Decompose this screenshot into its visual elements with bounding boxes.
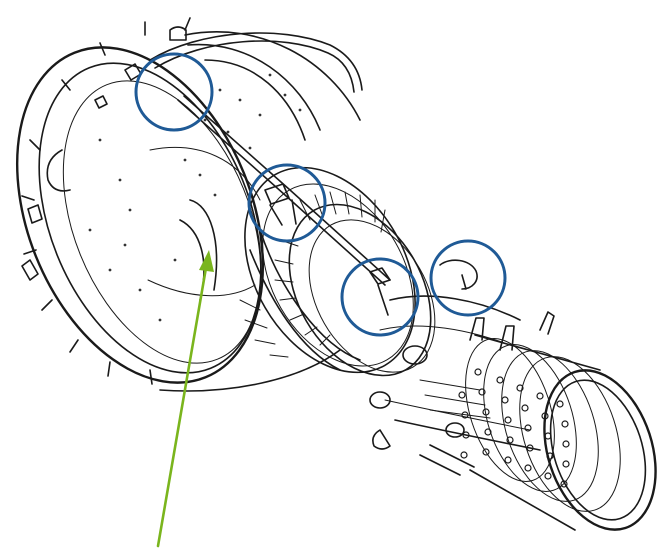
pointer-arrow (156, 250, 214, 548)
highlight-circle-1 (134, 52, 214, 132)
highlight-circles (134, 52, 507, 337)
highlight-circle-2 (247, 163, 327, 243)
casing-body (88, 31, 361, 392)
fan-case-flange (21, 17, 191, 385)
pointer-arrow-head (199, 250, 214, 272)
exhaust-can (372, 334, 657, 531)
rear-body (369, 295, 555, 451)
rivet-pattern (88, 73, 302, 322)
highlight-circle-4 (429, 239, 507, 317)
fan-case (15, 17, 265, 385)
cooling-holes (458, 368, 570, 488)
pointer-arrow-shaft (156, 260, 209, 548)
highlight-circle-3 (340, 257, 420, 337)
mid-section (239, 166, 478, 377)
external-tube (149, 32, 391, 286)
